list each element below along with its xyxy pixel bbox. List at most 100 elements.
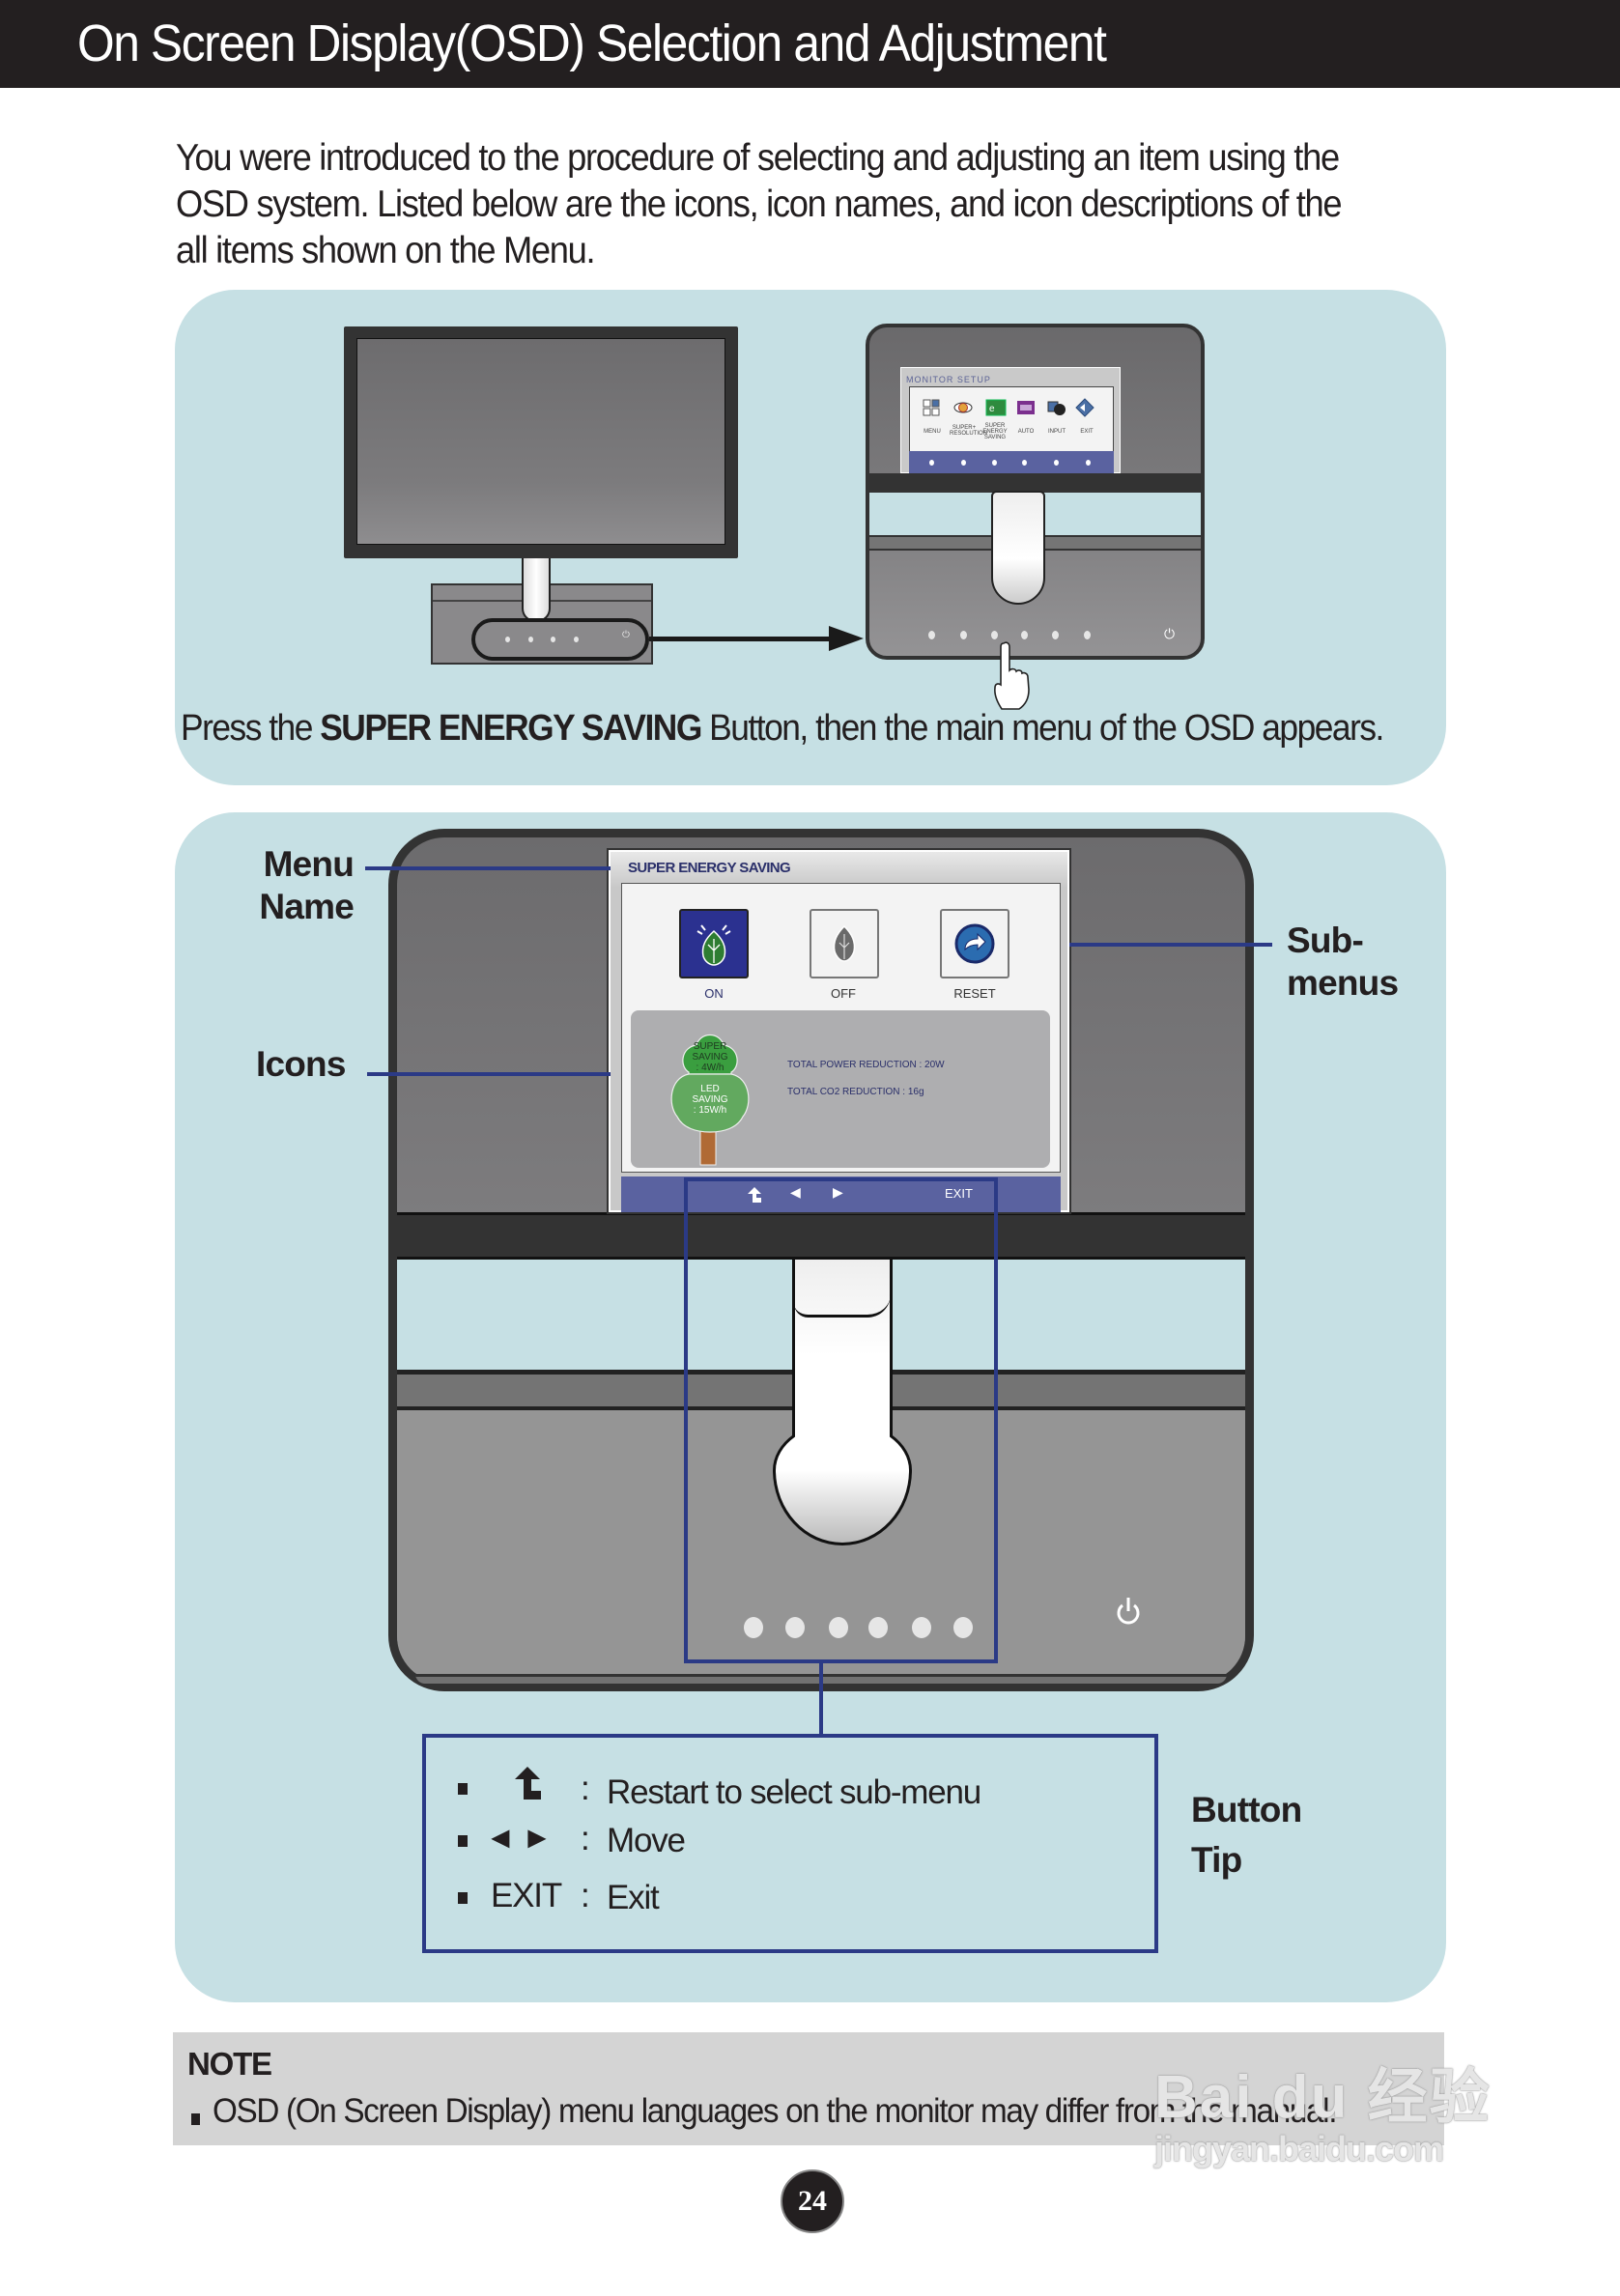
tip-separator: : [581, 1820, 590, 1857]
menu-grid-icon [923, 399, 940, 416]
bullet [458, 1835, 468, 1847]
caption-suffix: Button, then the main menu of the OSD ap… [700, 708, 1384, 749]
monitor-button-dot [928, 631, 935, 639]
super-saving-text: SUPER SAVING : 4W/h [692, 1041, 728, 1073]
auto-icon [1017, 401, 1035, 414]
intro-paragraph: You were introduced to the procedure of … [176, 135, 1461, 274]
osd-bar-dot [961, 460, 966, 466]
tip-description: Restart to select sub-menu [607, 1773, 981, 1811]
submenu-reset-label: RESET [953, 986, 996, 1001]
page-header: On Screen Display(OSD) Selection and Adj… [0, 0, 1620, 88]
monitor-button-dot [1084, 631, 1091, 639]
monitor-button-dot[interactable] [785, 1617, 805, 1638]
caption-button-name: SUPER ENERGY SAVING [320, 708, 702, 749]
tip-key-exit: EXIT [491, 1877, 562, 1914]
note-box [173, 2032, 1444, 2145]
right-arrow-icon[interactable]: ▶ [833, 1184, 843, 1200]
submenu-on-label: ON [704, 986, 724, 1001]
step-caption: Press the SUPER ENERGY SAVING Button, th… [181, 708, 1384, 750]
mini-osd-title: MONITOR SETUP [906, 375, 991, 384]
left-arrow-icon[interactable]: ◀ [790, 1184, 801, 1200]
monitor-button-dot [574, 637, 579, 642]
submenu-reset-button[interactable] [940, 909, 1009, 978]
pointing-hand-icon [994, 641, 1030, 710]
watermark-logo: Bai du 经验 [1154, 2064, 1492, 2131]
bullet [458, 1783, 468, 1795]
monitor-button-dot [528, 637, 533, 642]
callout-submenus: Sub- menus [1287, 921, 1399, 1003]
button-tip-connector [819, 1663, 823, 1736]
input-icon [1047, 401, 1066, 415]
left-right-arrows-icon: ◄ ► [485, 1820, 553, 1855]
led-saving-text: LED SAVING : 15W/h [692, 1084, 728, 1116]
tip-description: Exit [607, 1879, 660, 1916]
button-tip-highlight [684, 1177, 998, 1663]
arrow-right-icon [829, 626, 864, 651]
mini-osd-label: MENU [924, 429, 941, 435]
mini-osd-label: EXIT [1080, 429, 1094, 435]
baidu-watermark: Bai du 经验 jingyan.baidu.com [1154, 2048, 1492, 2169]
leaf-off-icon [833, 924, 856, 962]
monitor-bezel-band [397, 1212, 1245, 1260]
monitor-screen [356, 338, 725, 545]
power-icon: ⏻ [622, 630, 630, 640]
monitor-stand-neck [522, 558, 551, 622]
mini-osd-button-bar [909, 451, 1114, 474]
tip-description: Move [607, 1822, 686, 1859]
super-resolution-eye-icon [953, 402, 973, 413]
power-icon[interactable] [1114, 1594, 1143, 1629]
stand-neck-curve [794, 1294, 891, 1318]
tree-savings-icon [670, 1034, 750, 1166]
page-title: On Screen Display(OSD) Selection and Adj… [77, 14, 1107, 72]
mini-osd-label: SUPER ENERGY SAVING [982, 423, 1008, 440]
reset-arrow-icon [954, 923, 995, 964]
osd-button-bar [621, 1176, 1061, 1212]
intro-line: OSD system. Listed below are the icons, … [176, 184, 1343, 225]
restart-up-arrow-icon[interactable] [746, 1186, 763, 1204]
monitor-button-dot [505, 637, 510, 642]
watermark-url: jingyan.baidu.com [1154, 2129, 1444, 2168]
osd-menu-name: SUPER ENERGY SAVING [628, 860, 791, 876]
exit-icon [1075, 398, 1094, 417]
note-text: OSD (On Screen Display) menu languages o… [213, 2092, 1337, 2130]
restart-up-arrow-icon [515, 1767, 541, 1800]
monitor-button-dot[interactable] [868, 1617, 888, 1638]
monitor-stand-base [431, 583, 653, 665]
button-area-highlight [471, 618, 649, 661]
callout-line-menu-name [365, 866, 611, 870]
total-power-reduction: TOTAL POWER REDUCTION : 20W [787, 1060, 945, 1070]
caption-prefix: Press the [181, 708, 321, 749]
stand-neck-join [795, 1405, 890, 1444]
osd-bar-dot [1086, 460, 1091, 466]
arrow-line [649, 637, 833, 641]
osd-bar-dot [992, 460, 997, 466]
monitor-button-dot [960, 631, 967, 639]
total-co2-reduction: TOTAL CO2 REDUCTION : 16g [787, 1087, 924, 1097]
submenu-off-button[interactable] [810, 909, 879, 978]
note-title: NOTE [187, 2046, 272, 2082]
monitor-button-dot[interactable] [953, 1617, 973, 1638]
intro-line: You were introduced to the procedure of … [176, 137, 1340, 179]
bullet [458, 1892, 468, 1904]
submenu-on-button[interactable] [679, 909, 749, 978]
monitor-button-dot [551, 637, 555, 642]
callout-menu-name: Menu Name [259, 844, 354, 926]
page-number: 24 [781, 2169, 844, 2233]
submenu-off-label: OFF [831, 986, 856, 1001]
svg-text:e: e [989, 404, 995, 414]
osd-exit-button[interactable]: EXIT [945, 1186, 973, 1201]
bullet [191, 2113, 200, 2125]
monitor-button-dot [991, 631, 998, 639]
monitor-button-dot[interactable] [829, 1617, 848, 1638]
monitor-button-dot[interactable] [744, 1617, 763, 1638]
tip-separator: : [581, 1770, 590, 1807]
mini-osd-label: SUPER+ RESOLUTION [950, 425, 988, 437]
leaf-on-icon [696, 924, 731, 966]
tip-separator: : [581, 1877, 590, 1914]
mini-osd-label: INPUT [1048, 429, 1066, 435]
monitor-button-dot[interactable] [912, 1617, 931, 1638]
callout-line-icons [367, 1072, 611, 1076]
monitor-button-dot [1021, 631, 1028, 639]
monitor-bezel-band [869, 473, 1201, 493]
intro-line: all items shown on the Menu. [176, 230, 596, 271]
